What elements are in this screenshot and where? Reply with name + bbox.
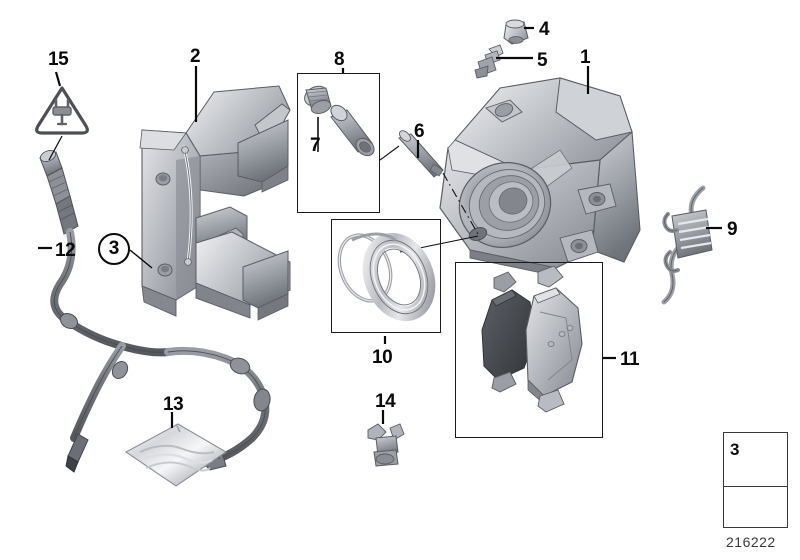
legend-arrow-box xyxy=(723,486,788,528)
callout-3-carrier-bolt: 3 xyxy=(98,233,130,265)
callout-14-sensor-clip: 14 xyxy=(375,391,396,412)
frame-seal-kit xyxy=(331,219,441,333)
warning-triangle-plug-icon xyxy=(35,86,89,161)
callout-7-guide-boot: 7 xyxy=(310,135,321,156)
callout-15-warning-symbol: 15 xyxy=(48,49,69,70)
part-lubricating-paste xyxy=(124,423,228,487)
part-caliper-carrier xyxy=(139,85,291,321)
callout-10-seal-kit: 10 xyxy=(372,347,393,368)
part-bleeder-screw xyxy=(474,44,504,79)
callout-11-brake-pad-set: 11 xyxy=(620,349,640,370)
part-pad-wear-sensor xyxy=(39,150,271,473)
callout-6-guide-pin: 6 xyxy=(414,121,425,142)
leader-3-circled xyxy=(129,249,153,269)
frame-guide-bolt-kit xyxy=(297,73,380,213)
part-bleeder-cap xyxy=(503,19,529,45)
callout-2-caliper-carrier: 2 xyxy=(190,46,201,67)
part-brake-caliper-housing xyxy=(439,77,641,277)
callout-13-lubricating-paste: 13 xyxy=(163,394,184,415)
frame-brake-pad-set xyxy=(455,262,603,438)
leader-15 xyxy=(54,71,62,87)
callout-1-brake-caliper-housing: 1 xyxy=(580,47,591,68)
callout-4-bleeder-cap: 4 xyxy=(539,19,550,40)
legend-bolt-number: 3 xyxy=(730,440,740,459)
diagram-id-number: 216222 xyxy=(726,534,776,550)
callout-8-guide-bolt-kit: 8 xyxy=(334,49,345,70)
part-retaining-spring xyxy=(661,185,713,305)
callout-5-bleeder-screw: 5 xyxy=(537,50,548,71)
part-sensor-clip xyxy=(367,423,405,467)
callout-12-pad-wear-sensor: 12 xyxy=(55,240,76,261)
callout-9-retaining-spring: 9 xyxy=(727,219,738,240)
